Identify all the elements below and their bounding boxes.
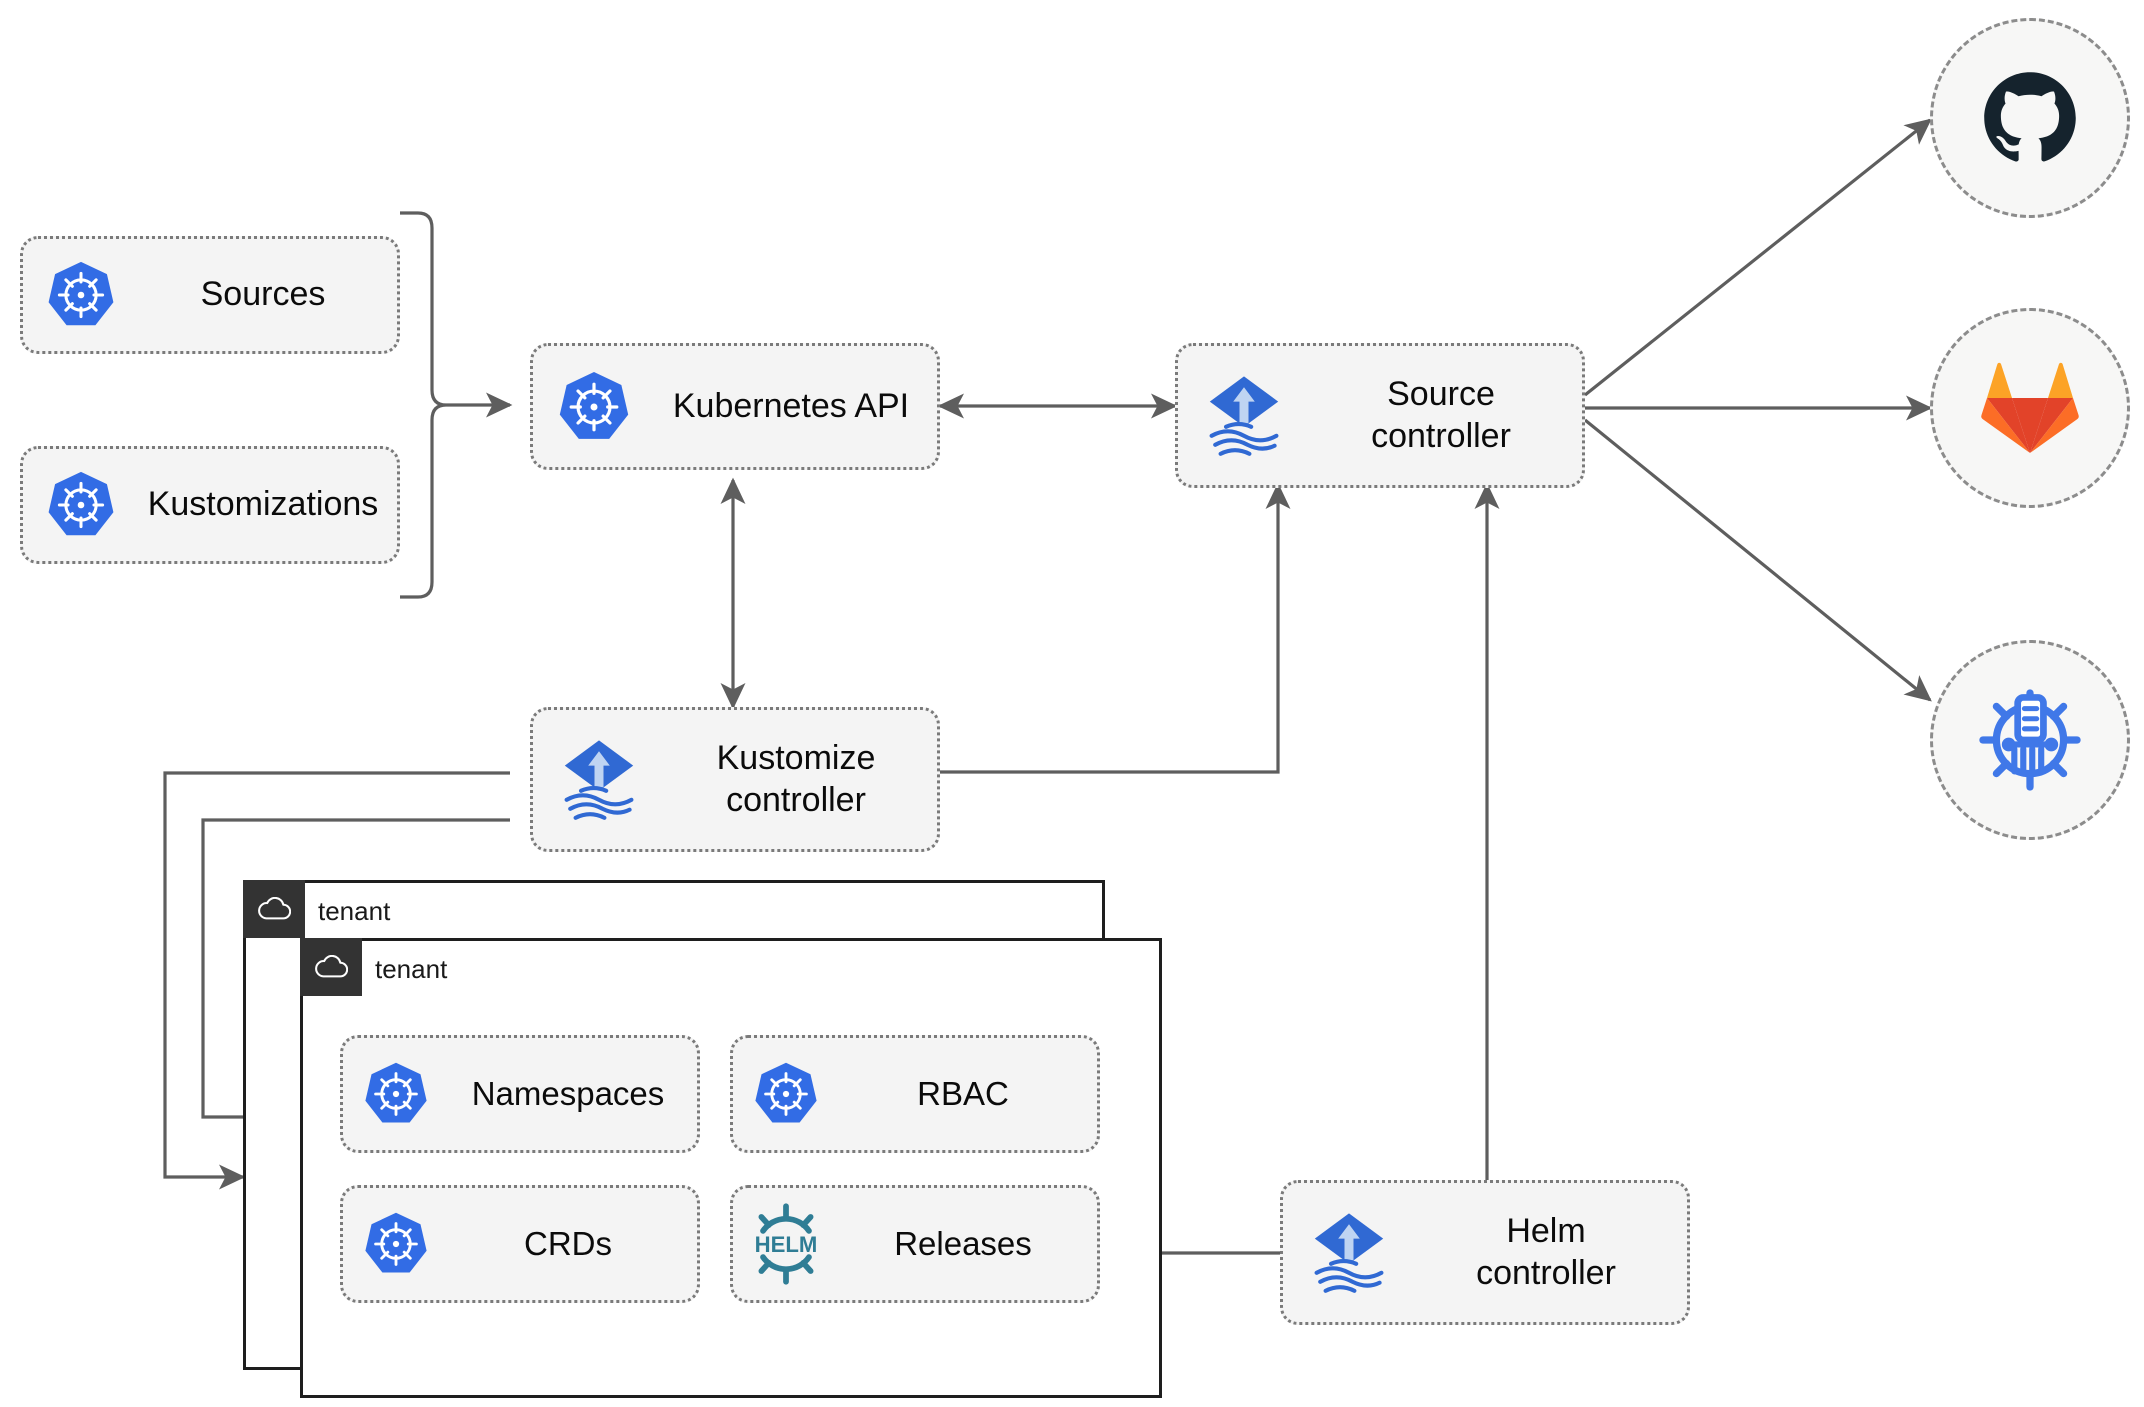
edge-kustomizecontroller-tenant-back bbox=[163, 771, 510, 1190]
node-label: Sources bbox=[200, 275, 326, 314]
flux-icon bbox=[1178, 371, 1310, 461]
kubernetes-icon bbox=[343, 1060, 449, 1128]
helm-icon: HELM bbox=[733, 1203, 839, 1285]
node-kustomize-controller[interactable]: Kustomize controller bbox=[530, 707, 940, 852]
flux-icon bbox=[1283, 1208, 1415, 1298]
node-label: Kustomizations bbox=[147, 485, 379, 524]
helm-repository-icon bbox=[1979, 689, 2081, 791]
node-label: Namespaces bbox=[471, 1074, 665, 1112]
kubernetes-icon bbox=[23, 259, 139, 331]
node-crds[interactable]: CRDs bbox=[340, 1185, 700, 1303]
tenant-title-front: tenant bbox=[375, 954, 448, 984]
flux-icon bbox=[533, 735, 665, 825]
edge-kustomizecontroller-sourcecontroller bbox=[940, 482, 1291, 774]
node-label: Kubernetes API bbox=[672, 386, 910, 425]
endpoint-github[interactable] bbox=[1930, 18, 2130, 218]
node-label: Kustomize controller bbox=[716, 739, 876, 819]
node-label: CRDs bbox=[524, 1224, 612, 1262]
cloud-icon bbox=[258, 897, 291, 920]
node-label: Releases bbox=[894, 1224, 1032, 1262]
edge-sources-group-bracket bbox=[400, 211, 513, 599]
node-kustomizations[interactable]: Kustomizations bbox=[20, 446, 400, 564]
node-sources[interactable]: Sources bbox=[20, 236, 400, 354]
node-label: RBAC bbox=[917, 1074, 1009, 1112]
edge-sourcecontroller-github bbox=[1584, 118, 1932, 397]
tenant-title-back: tenant bbox=[318, 896, 391, 926]
gitlab-icon bbox=[1981, 362, 2079, 453]
tenant-tab-front bbox=[300, 938, 362, 996]
endpoint-gitlab[interactable] bbox=[1930, 308, 2130, 508]
node-kubernetes-api[interactable]: Kubernetes API bbox=[530, 343, 940, 470]
node-helm-controller[interactable]: Helm controller bbox=[1280, 1180, 1690, 1325]
github-icon bbox=[1984, 72, 2076, 162]
svg-text:HELM: HELM bbox=[755, 1232, 818, 1257]
node-label: Source controller bbox=[1371, 375, 1511, 455]
node-releases[interactable]: HELM Releases bbox=[730, 1185, 1100, 1303]
node-label: Helm controller bbox=[1476, 1212, 1616, 1292]
node-source-controller[interactable]: Source controller bbox=[1175, 343, 1585, 488]
cloud-icon bbox=[315, 955, 348, 978]
tenant-tab-back bbox=[243, 880, 305, 938]
kubernetes-icon bbox=[533, 369, 655, 445]
node-namespaces[interactable]: Namespaces bbox=[340, 1035, 700, 1153]
edge-sourcecontroller-helmrepo bbox=[1583, 418, 1932, 702]
endpoint-helm-repository[interactable] bbox=[1930, 640, 2130, 840]
tenant-window-front[interactable] bbox=[300, 938, 1162, 1398]
kubernetes-icon bbox=[343, 1210, 449, 1278]
kubernetes-icon bbox=[23, 469, 139, 541]
kubernetes-icon bbox=[733, 1060, 839, 1128]
node-rbac[interactable]: RBAC bbox=[730, 1035, 1100, 1153]
